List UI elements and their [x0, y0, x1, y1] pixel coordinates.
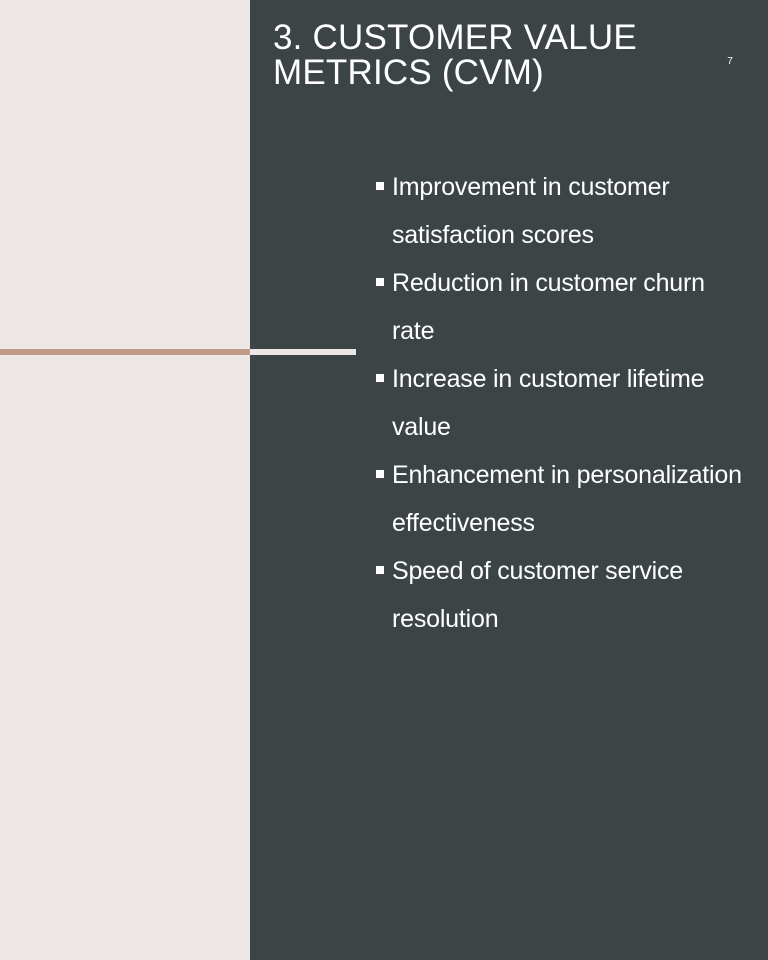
slide-number: 7: [727, 56, 733, 67]
slide-title: 3. CUSTOMER VALUE METRICS (CVM): [273, 18, 637, 92]
square-bullet-icon: [376, 374, 384, 382]
bullet-text: Increase in customer lifetime value: [392, 365, 705, 441]
bullet-item: Speed of customer service resolution: [375, 547, 745, 643]
accent-divider-line: [0, 349, 250, 355]
square-bullet-icon: [376, 566, 384, 574]
bullet-text: Speed of customer service resolution: [392, 557, 683, 633]
bullet-text: Enhancement in personalization effective…: [392, 461, 742, 537]
right-panel: [250, 0, 768, 960]
square-bullet-icon: [376, 182, 384, 190]
accent-divider-extension: [250, 349, 356, 355]
bullet-item: Reduction in customer churn rate: [375, 259, 745, 355]
bullet-list: Improvement in customer satisfaction sco…: [375, 163, 745, 643]
left-panel: [0, 0, 250, 960]
square-bullet-icon: [376, 278, 384, 286]
square-bullet-icon: [376, 470, 384, 478]
bullet-text: Reduction in customer churn rate: [392, 269, 705, 345]
bullet-item: Enhancement in personalization effective…: [375, 451, 745, 547]
bullet-text: Improvement in customer satisfaction sco…: [392, 173, 670, 249]
bullet-item: Increase in customer lifetime value: [375, 355, 745, 451]
bullet-item: Improvement in customer satisfaction sco…: [375, 163, 745, 259]
